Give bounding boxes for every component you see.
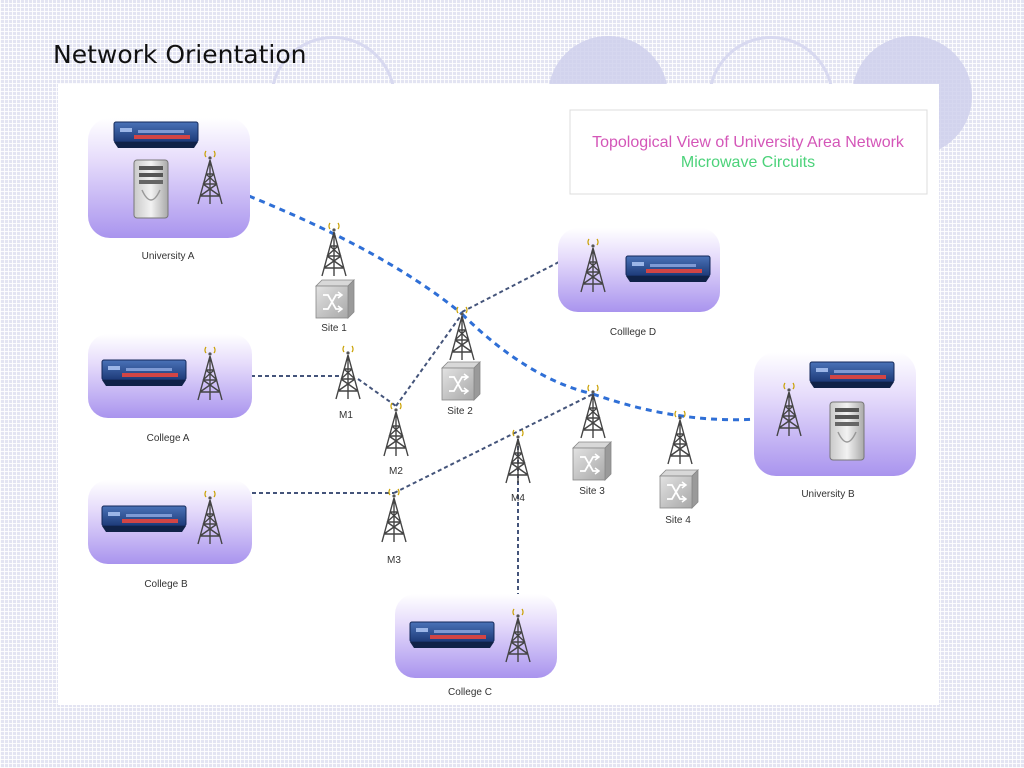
node-college-c: College C [395,594,557,698]
node-label: College A [147,433,190,444]
node-site-1: Site 1 [315,222,355,334]
node-m4: M4 [505,429,531,504]
slide-title: Network Orientation [53,40,307,69]
node-label: Site 2 [447,406,473,417]
network-diagram: Topological View of University Area Netw… [58,84,939,705]
link-site-2-site-3 [460,312,594,396]
link-m3-site-3 [393,393,594,494]
switch-icon [441,361,481,401]
router-icon [809,361,895,389]
legend-box [569,109,928,195]
switch-icon [659,469,699,509]
node-label: M2 [389,466,403,477]
node-university-a: University A [88,118,250,262]
node-m1: M1 [335,345,361,421]
link-site-3-university-b [592,392,789,422]
node-label: M1 [339,410,353,421]
node-m3: M3 [381,488,407,566]
node-label: Site 1 [321,323,347,334]
antenna-tower-icon [335,345,361,400]
node-label: College C [448,687,492,698]
node-label: College B [144,579,188,590]
node-site-3: Site 3 [572,384,612,497]
node-college-b: College B [88,480,252,590]
antenna-tower-icon [383,402,409,457]
node-college-a: College A [88,334,252,444]
switch-icon [572,441,612,481]
node-site-4: Site 4 [659,410,699,526]
node-university-b: University B [754,352,916,500]
antenna-tower-icon [449,306,475,361]
switch-icon [315,279,355,319]
antenna-tower-icon [667,410,693,465]
link-m2-site-2 [395,313,463,407]
legend-title: Topological View of University Area Netw… [592,134,905,151]
link-m1-m2 [357,378,397,407]
antenna-tower-icon [505,429,531,484]
router-icon [101,359,187,387]
router-icon [409,621,495,649]
node-college-d: Colllege D [558,228,720,338]
node-label: Site 3 [579,486,605,497]
node-label: University A [142,251,195,262]
node-label: Colllege D [610,327,656,338]
router-icon [101,505,187,533]
link-university-a-site-2 [207,178,463,316]
node-label: University B [801,489,855,500]
antenna-tower-icon [321,222,347,277]
server-icon [829,401,865,461]
node-label: M4 [511,493,525,504]
router-icon [625,255,711,283]
backbone-links [207,178,789,422]
router-icon [113,121,199,149]
legend-subtitle: Microwave Circuits [681,154,815,171]
server-icon [133,159,169,219]
antenna-tower-icon [381,488,407,543]
node-m2: M2 [383,402,409,477]
network-diagram-svg: Topological View of University Area Netw… [88,109,928,698]
node-label: Site 4 [665,515,691,526]
node-label: M3 [387,555,401,566]
legend: Topological View of University Area Netw… [569,109,928,195]
node-site-2: Site 2 [441,306,481,417]
